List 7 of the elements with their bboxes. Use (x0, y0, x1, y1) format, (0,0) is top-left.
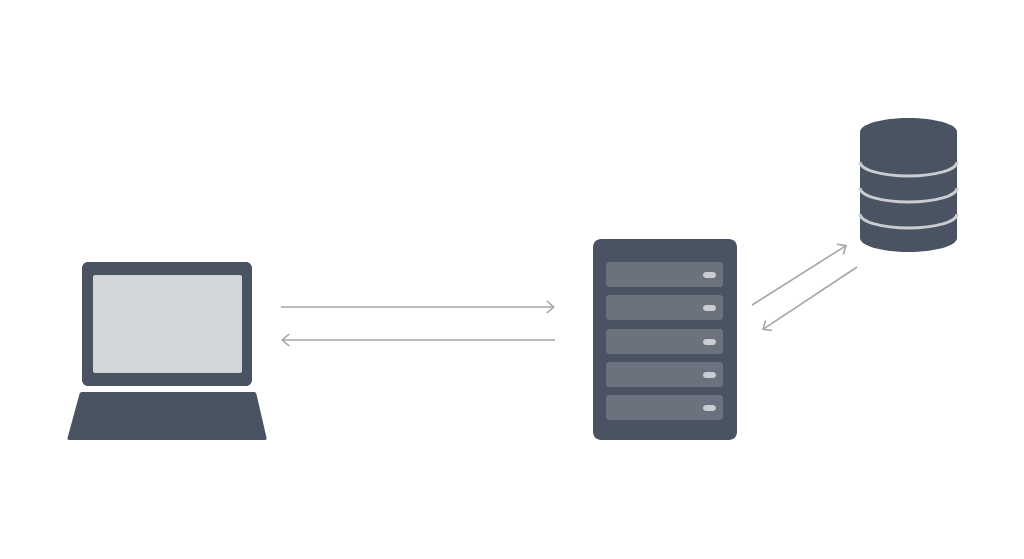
database-drawing (858, 118, 959, 252)
arrow (281, 333, 556, 347)
arrow (762, 266, 858, 332)
laptop-drawing (67, 262, 267, 440)
arrow (751, 243, 847, 306)
arrow (280, 300, 555, 314)
server-drawing (593, 239, 737, 440)
